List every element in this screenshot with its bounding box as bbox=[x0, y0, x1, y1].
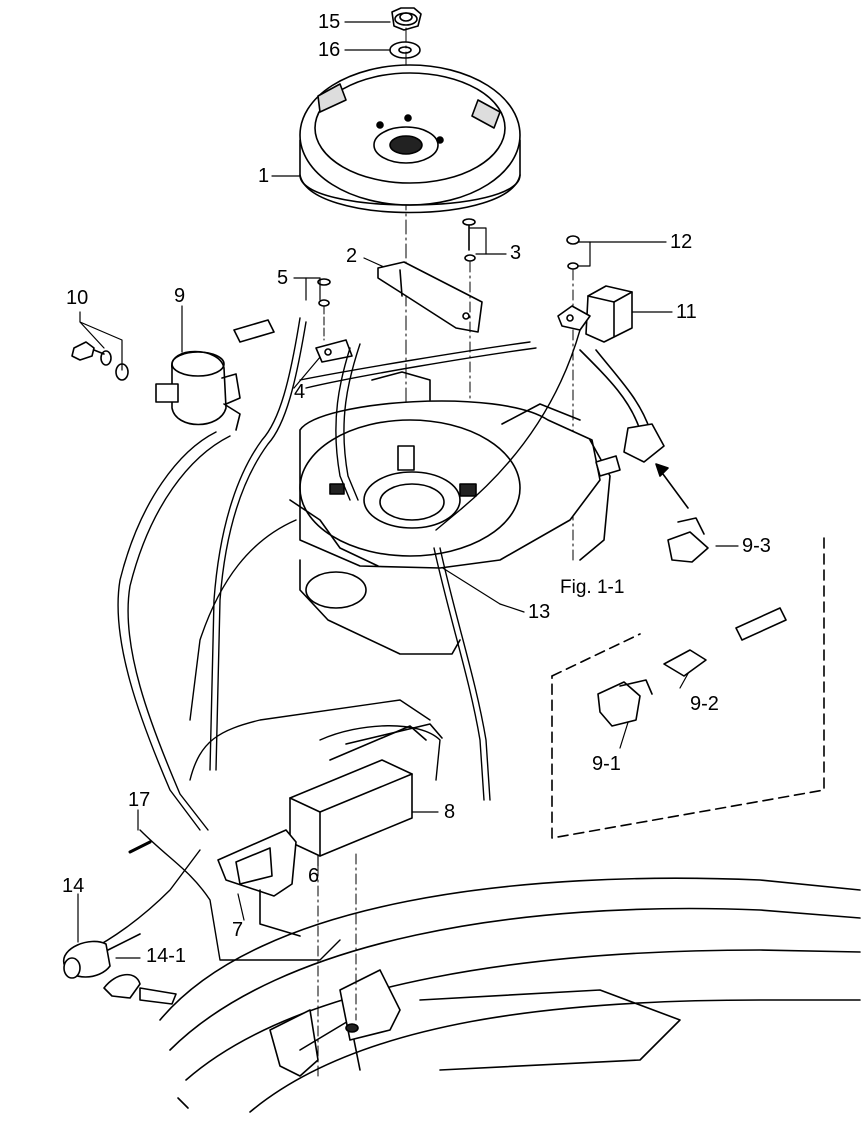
label-12: 12 bbox=[670, 231, 693, 253]
label-9-1: 9-1 bbox=[592, 753, 621, 775]
label-2: 2 bbox=[346, 245, 358, 267]
spark-lead-part bbox=[579, 349, 665, 477]
cdi-bracket-part bbox=[217, 829, 301, 937]
washer-part bbox=[389, 41, 421, 59]
nut-part bbox=[391, 7, 422, 31]
plug-boot-9-3-part bbox=[667, 517, 709, 563]
pin-part bbox=[128, 840, 152, 854]
label-5: 5 bbox=[277, 267, 289, 289]
inset-box bbox=[551, 537, 825, 839]
label-9: 9 bbox=[174, 285, 186, 307]
label-9-2: 9-2 bbox=[690, 693, 719, 715]
lanyard-clip-part bbox=[103, 973, 177, 1005]
screw-5-part bbox=[317, 278, 331, 341]
flywheel-part bbox=[299, 64, 521, 214]
direction-arrow bbox=[655, 463, 689, 509]
stop-switch-part bbox=[63, 933, 141, 979]
label-7: 7 bbox=[232, 919, 244, 941]
cable-clamp-part bbox=[315, 339, 353, 363]
lower-cowling-part bbox=[159, 853, 861, 1113]
label-8: 8 bbox=[444, 801, 456, 823]
label-13: 13 bbox=[528, 601, 551, 623]
label-11: 11 bbox=[676, 301, 697, 323]
ignition-coil-part bbox=[155, 319, 275, 431]
label-3: 3 bbox=[510, 242, 522, 264]
label-17: 17 bbox=[128, 789, 151, 811]
label-6: 6 bbox=[308, 865, 320, 887]
label-16: 16 bbox=[318, 39, 341, 61]
label-15: 15 bbox=[318, 11, 341, 33]
wiring-harness bbox=[89, 317, 581, 961]
spark-unit-part bbox=[557, 285, 633, 343]
label-14: 14 bbox=[62, 875, 85, 897]
bolt-washer-part bbox=[71, 341, 129, 381]
label-1: 1 bbox=[258, 165, 270, 187]
label-9-3: 9-3 bbox=[742, 535, 771, 557]
label-10: 10 bbox=[66, 287, 89, 309]
label-4: 4 bbox=[294, 381, 306, 403]
cdi-unit-part bbox=[289, 723, 443, 857]
label-14-1: 14-1 bbox=[146, 945, 187, 967]
armature-bracket-part bbox=[377, 261, 483, 333]
figure-reference: Fig. 1-1 bbox=[560, 577, 625, 598]
